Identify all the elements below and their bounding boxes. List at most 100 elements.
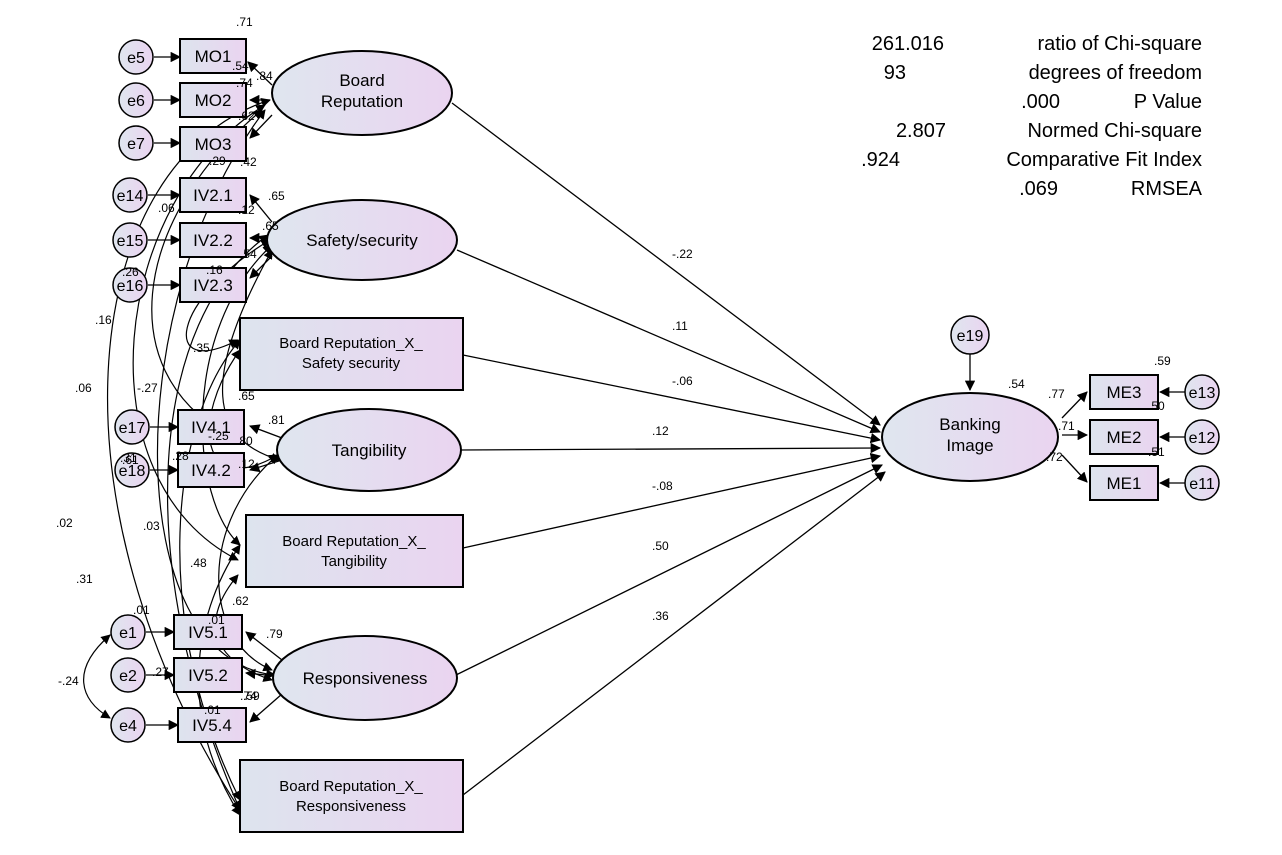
indicator-iv42[interactable]: IV4.2 [177,452,245,488]
svg-text:IV2.2: IV2.2 [193,231,233,250]
correlation-label: .12 [238,203,255,217]
indicator-me1[interactable]: ME1 [1089,465,1159,501]
error-e5[interactable]: e5 [118,39,154,75]
latent-tangibility[interactable]: Tangibility [276,408,462,492]
svg-text:IV5.1: IV5.1 [188,623,228,642]
interaction-br-safety[interactable]: Board Reputation_X_Safety security [239,317,464,391]
error-e18[interactable]: e18 [114,452,150,488]
svg-text:IV5.2: IV5.2 [188,666,228,685]
correlation-label: .31 [76,572,93,586]
fit-stat-value: .000 [1021,91,1060,113]
svg-text:ME3: ME3 [1107,383,1142,402]
error-e2[interactable]: e2 [110,657,146,693]
svg-text:e19: e19 [957,328,984,345]
correlation-label: .28 [172,449,189,463]
correlation-label: .02 [56,516,73,530]
correlation-label: -.27 [137,381,158,395]
svg-text:e5: e5 [127,50,145,67]
r2-iv51: .62 [232,594,249,608]
fit-stat-value: 2.807 [895,120,946,142]
loading-iv41: .81 [268,413,285,427]
error-e17[interactable]: e17 [114,409,150,445]
error-e15[interactable]: e15 [112,222,148,258]
r2-mo2: .74 [236,76,253,90]
r2-me1: .51 [1148,445,1165,459]
coef-brxs-bi: -.06 [672,374,693,388]
latent-responsiveness[interactable]: Responsiveness [272,635,458,721]
loading-me2: .71 [1058,419,1075,433]
error-e6[interactable]: e6 [118,82,154,118]
correlation-label: .35 [193,341,210,355]
error-e13[interactable]: e13 [1184,374,1220,410]
interaction-br-responsiveness[interactable]: Board Reputation_X_Responsiveness [239,759,464,833]
indicator-iv52[interactable]: IV5.2 [173,657,243,693]
indicator-mo2[interactable]: MO2 [179,82,247,118]
fit-stat-label: P Value [1133,91,1202,113]
indicator-me2[interactable]: ME2 [1089,419,1159,455]
loading-iv54: .74 [240,689,257,703]
svg-text:IV2.1: IV2.1 [193,186,233,205]
svg-text:e7: e7 [127,136,145,153]
fit-stat-value: 261.016 [871,33,944,55]
correlation-label: .06 [75,381,92,395]
svg-text:e18: e18 [119,463,146,480]
correlation-label: -.24 [58,674,79,688]
latent-safety-security[interactable]: Safety/security [266,199,458,281]
indicator-iv21[interactable]: IV2.1 [179,177,247,213]
error-e12[interactable]: e12 [1184,419,1220,455]
loading-iv22: .65 [262,219,279,233]
r2-me2: .50 [1148,399,1165,413]
correlation-label: .59 [243,689,260,703]
interaction-br-tangibility[interactable]: Board Reputation_X_Tangibility [245,514,464,588]
svg-text:IV4.2: IV4.2 [191,461,231,480]
indicator-iv51[interactable]: IV5.1 [173,614,243,650]
svg-text:e2: e2 [119,668,137,685]
structural-paths [451,102,886,796]
error-arrows [146,51,1185,731]
indicator-mo3[interactable]: MO3 [179,126,247,162]
latent-label: Safety/security [306,231,418,250]
error-e4[interactable]: e4 [110,707,146,743]
indicator-iv41[interactable]: IV4.1 [177,409,245,445]
r2-iv54: .01 [204,703,221,717]
coef-safety-bi: .11 [672,319,688,333]
correlation-label: .61 [122,453,139,467]
fit-stat-row: .000 P Value [0,91,1282,117]
error-e7[interactable]: e7 [118,125,154,161]
indicator-mo1[interactable]: MO1 [179,38,247,74]
correlation-labels: .54.29.06.12.26.16.16.35.06-.27-.25.28.3… [56,59,260,703]
svg-text:e15: e15 [117,233,144,250]
loading-iv51: .79 [266,627,283,641]
indicator-me3[interactable]: ME3 [1089,374,1159,410]
estimate-labels: .54 .59 .50 .51 .77 .71 .72 .71 .74 .62 … [204,15,1171,717]
svg-text:e16: e16 [117,278,144,295]
correlation-label: .27 [152,665,169,679]
indicators: MO1 MO2 MO3 IV2.1 IV2.2 IV2.3 IV4.1 IV4.… [173,38,1159,743]
svg-text:ME2: ME2 [1107,428,1142,447]
indicator-iv23[interactable]: IV2.3 [179,267,247,303]
error-e14[interactable]: e14 [112,177,148,213]
correlation-label: .54 [232,59,249,73]
svg-text:e17: e17 [119,420,146,437]
correlation-label: .03 [143,519,160,533]
correlation-label: .16 [206,263,223,277]
correlation-label: .16 [95,313,112,327]
coef-resp-bi: .50 [652,539,669,553]
coef-brxr-bi: .36 [652,609,669,623]
indicator-iv54[interactable]: IV5.4 [177,707,247,743]
fit-stat-value: .924 [861,149,900,171]
error-e11[interactable]: e11 [1184,465,1220,501]
indicator-iv22[interactable]: IV2.2 [179,222,247,258]
loading-mo1: .84 [256,69,273,83]
error-e19[interactable]: e19 [950,315,990,355]
path-coefficients: -.22 .11 -.06 .12 -.08 .50 .36 [652,247,693,623]
error-e1[interactable]: e1 [110,614,146,650]
svg-text:Board Reputation_X_Tangibility: Board Reputation_X_Tangibility [282,533,426,570]
svg-text:IV5.4: IV5.4 [192,716,232,735]
error-e16[interactable]: e16 [112,267,148,303]
